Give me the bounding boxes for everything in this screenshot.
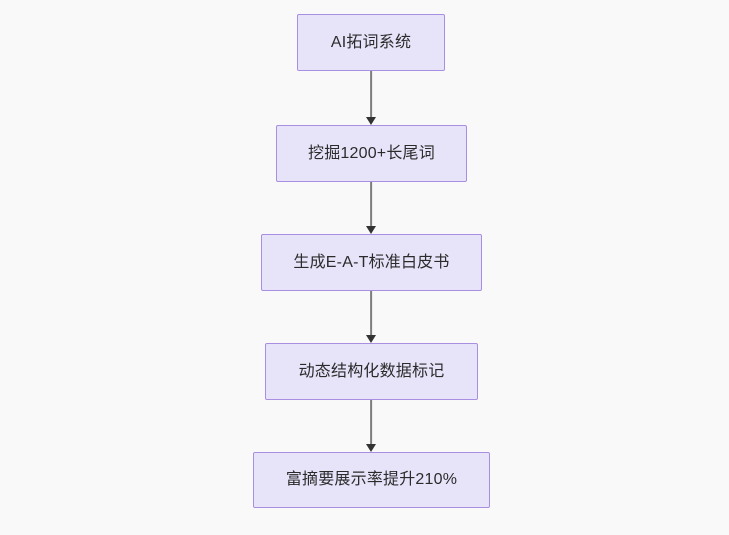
arrowhead-icon (366, 334, 376, 343)
flow-node-ai-keyword-system[interactable]: AI拓词系统 (297, 14, 445, 71)
flow-node-label: 生成E-A-T标准白皮书 (293, 253, 450, 271)
flow-node-dynamic-structured-data-markup[interactable]: 动态结构化数据标记 (265, 343, 478, 400)
edge-line (370, 182, 372, 227)
flow-node-generate-eat-whitepaper[interactable]: 生成E-A-T标准白皮书 (261, 234, 482, 291)
flow-node-label: 挖掘1200+长尾词 (308, 144, 435, 162)
flow-node-label: 富摘要展示率提升210% (285, 471, 458, 488)
edge-line (370, 291, 372, 336)
flow-node-label: AI拓词系统 (330, 33, 412, 51)
edge-line (370, 71, 372, 118)
arrowhead-icon (366, 116, 376, 125)
arrowhead-icon (366, 443, 376, 452)
flow-node-rich-snippet-impression-lift[interactable]: 富摘要展示率提升210% (253, 452, 490, 508)
flow-node-label: 动态结构化数据标记 (298, 362, 445, 380)
arrowhead-icon (366, 225, 376, 234)
flow-node-mine-longtail-keywords[interactable]: 挖掘1200+长尾词 (276, 125, 467, 182)
edge-line (370, 400, 372, 445)
